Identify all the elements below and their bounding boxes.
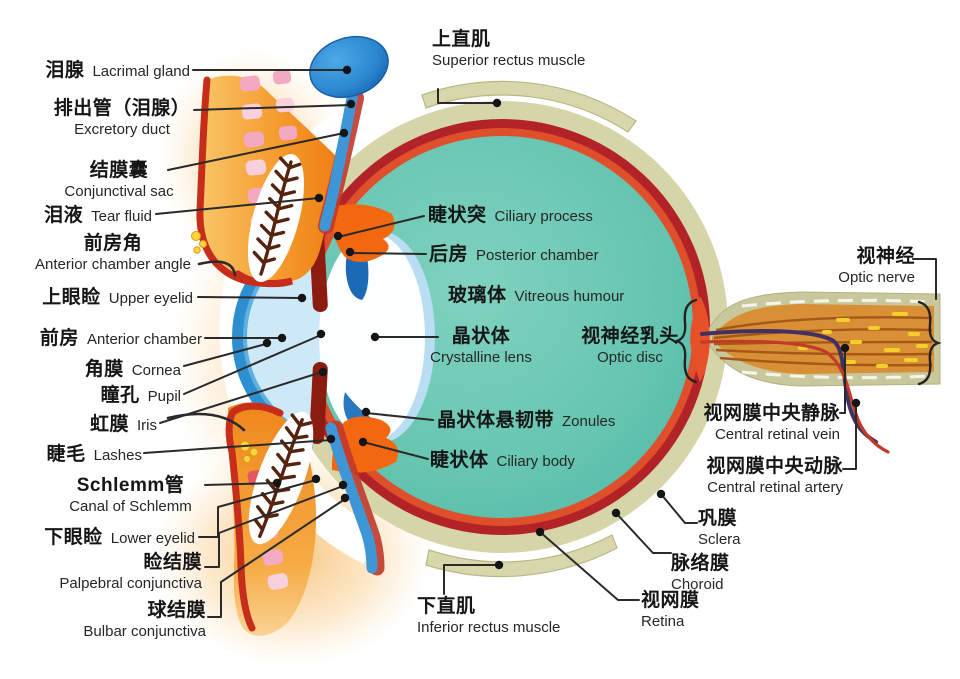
fat-dots-upper <box>191 231 207 254</box>
iris-lower-bar <box>309 362 328 445</box>
leader-lines <box>143 69 937 618</box>
label-superior-rectus: 上直肌 Superior rectus muscle <box>432 29 586 69</box>
label-optic-disc: 视神经乳头 Optic disc <box>581 326 679 366</box>
label-central-retinal-artery: 视网膜中央动脉 Central retinal artery <box>706 456 843 496</box>
optic-disc-brace <box>673 298 698 384</box>
label-inferior-rectus: 下直肌 Inferior rectus muscle <box>417 596 561 636</box>
meibomian-gland-upper <box>252 156 302 276</box>
braces <box>673 298 942 386</box>
pointer-curve-lower-lid <box>166 412 246 432</box>
upper-eyelid-red-edge <box>196 76 294 288</box>
tear-duct-and-bands <box>318 90 385 576</box>
inferior-rectus-muscle-shape <box>425 534 618 578</box>
label-retina: 视网膜 Retina <box>641 590 700 630</box>
lower-eyelid-red-edge <box>225 402 284 632</box>
label-palpebral-conjunctiva: 睑结膜 Palpebral conjunctiva <box>59 552 202 592</box>
label-sclera: 巩膜 Sclera <box>698 508 741 548</box>
bulbar-conjunctiva-band <box>325 422 378 574</box>
label-bulbar-conjunctiva: 球结膜 Bulbar conjunctiva <box>83 600 206 640</box>
label-conjunctival-sac: 结膜囊 Conjunctival sac <box>64 160 174 200</box>
ciliary-body-upper <box>330 204 395 262</box>
pointer-curve-upper-lid <box>197 260 237 277</box>
marker-dots <box>262 65 861 570</box>
superior-rectus-muscle-shape <box>421 80 637 133</box>
label-choroid: 脉络膜 Choroid <box>671 553 730 593</box>
upper-eyelid-shape <box>191 69 342 288</box>
label-canal-of-schlemm: Schlemm管 Canal of Schlemm <box>69 475 192 515</box>
label-excretory-duct: 排出管（泪腺） Excretory duct <box>53 98 191 138</box>
optic-nerve-shape <box>690 291 941 454</box>
excretory-duct-shape <box>319 92 358 232</box>
label-optic-nerve: 视神经 Optic nerve <box>838 246 915 286</box>
label-crystalline-lens: 晶状体 Crystalline lens <box>430 326 532 366</box>
central-retinal-artery-vessel <box>700 339 890 454</box>
central-retinal-vein-vessel <box>700 329 878 444</box>
label-anterior-chamber-angle: 前房角 Anterior chamber angle <box>35 233 191 273</box>
label-central-retinal-vein: 视网膜中央静脉 Central retinal vein <box>703 403 840 443</box>
lower-eyelid-shape <box>225 402 317 636</box>
optic-nerve-brace <box>917 300 942 386</box>
